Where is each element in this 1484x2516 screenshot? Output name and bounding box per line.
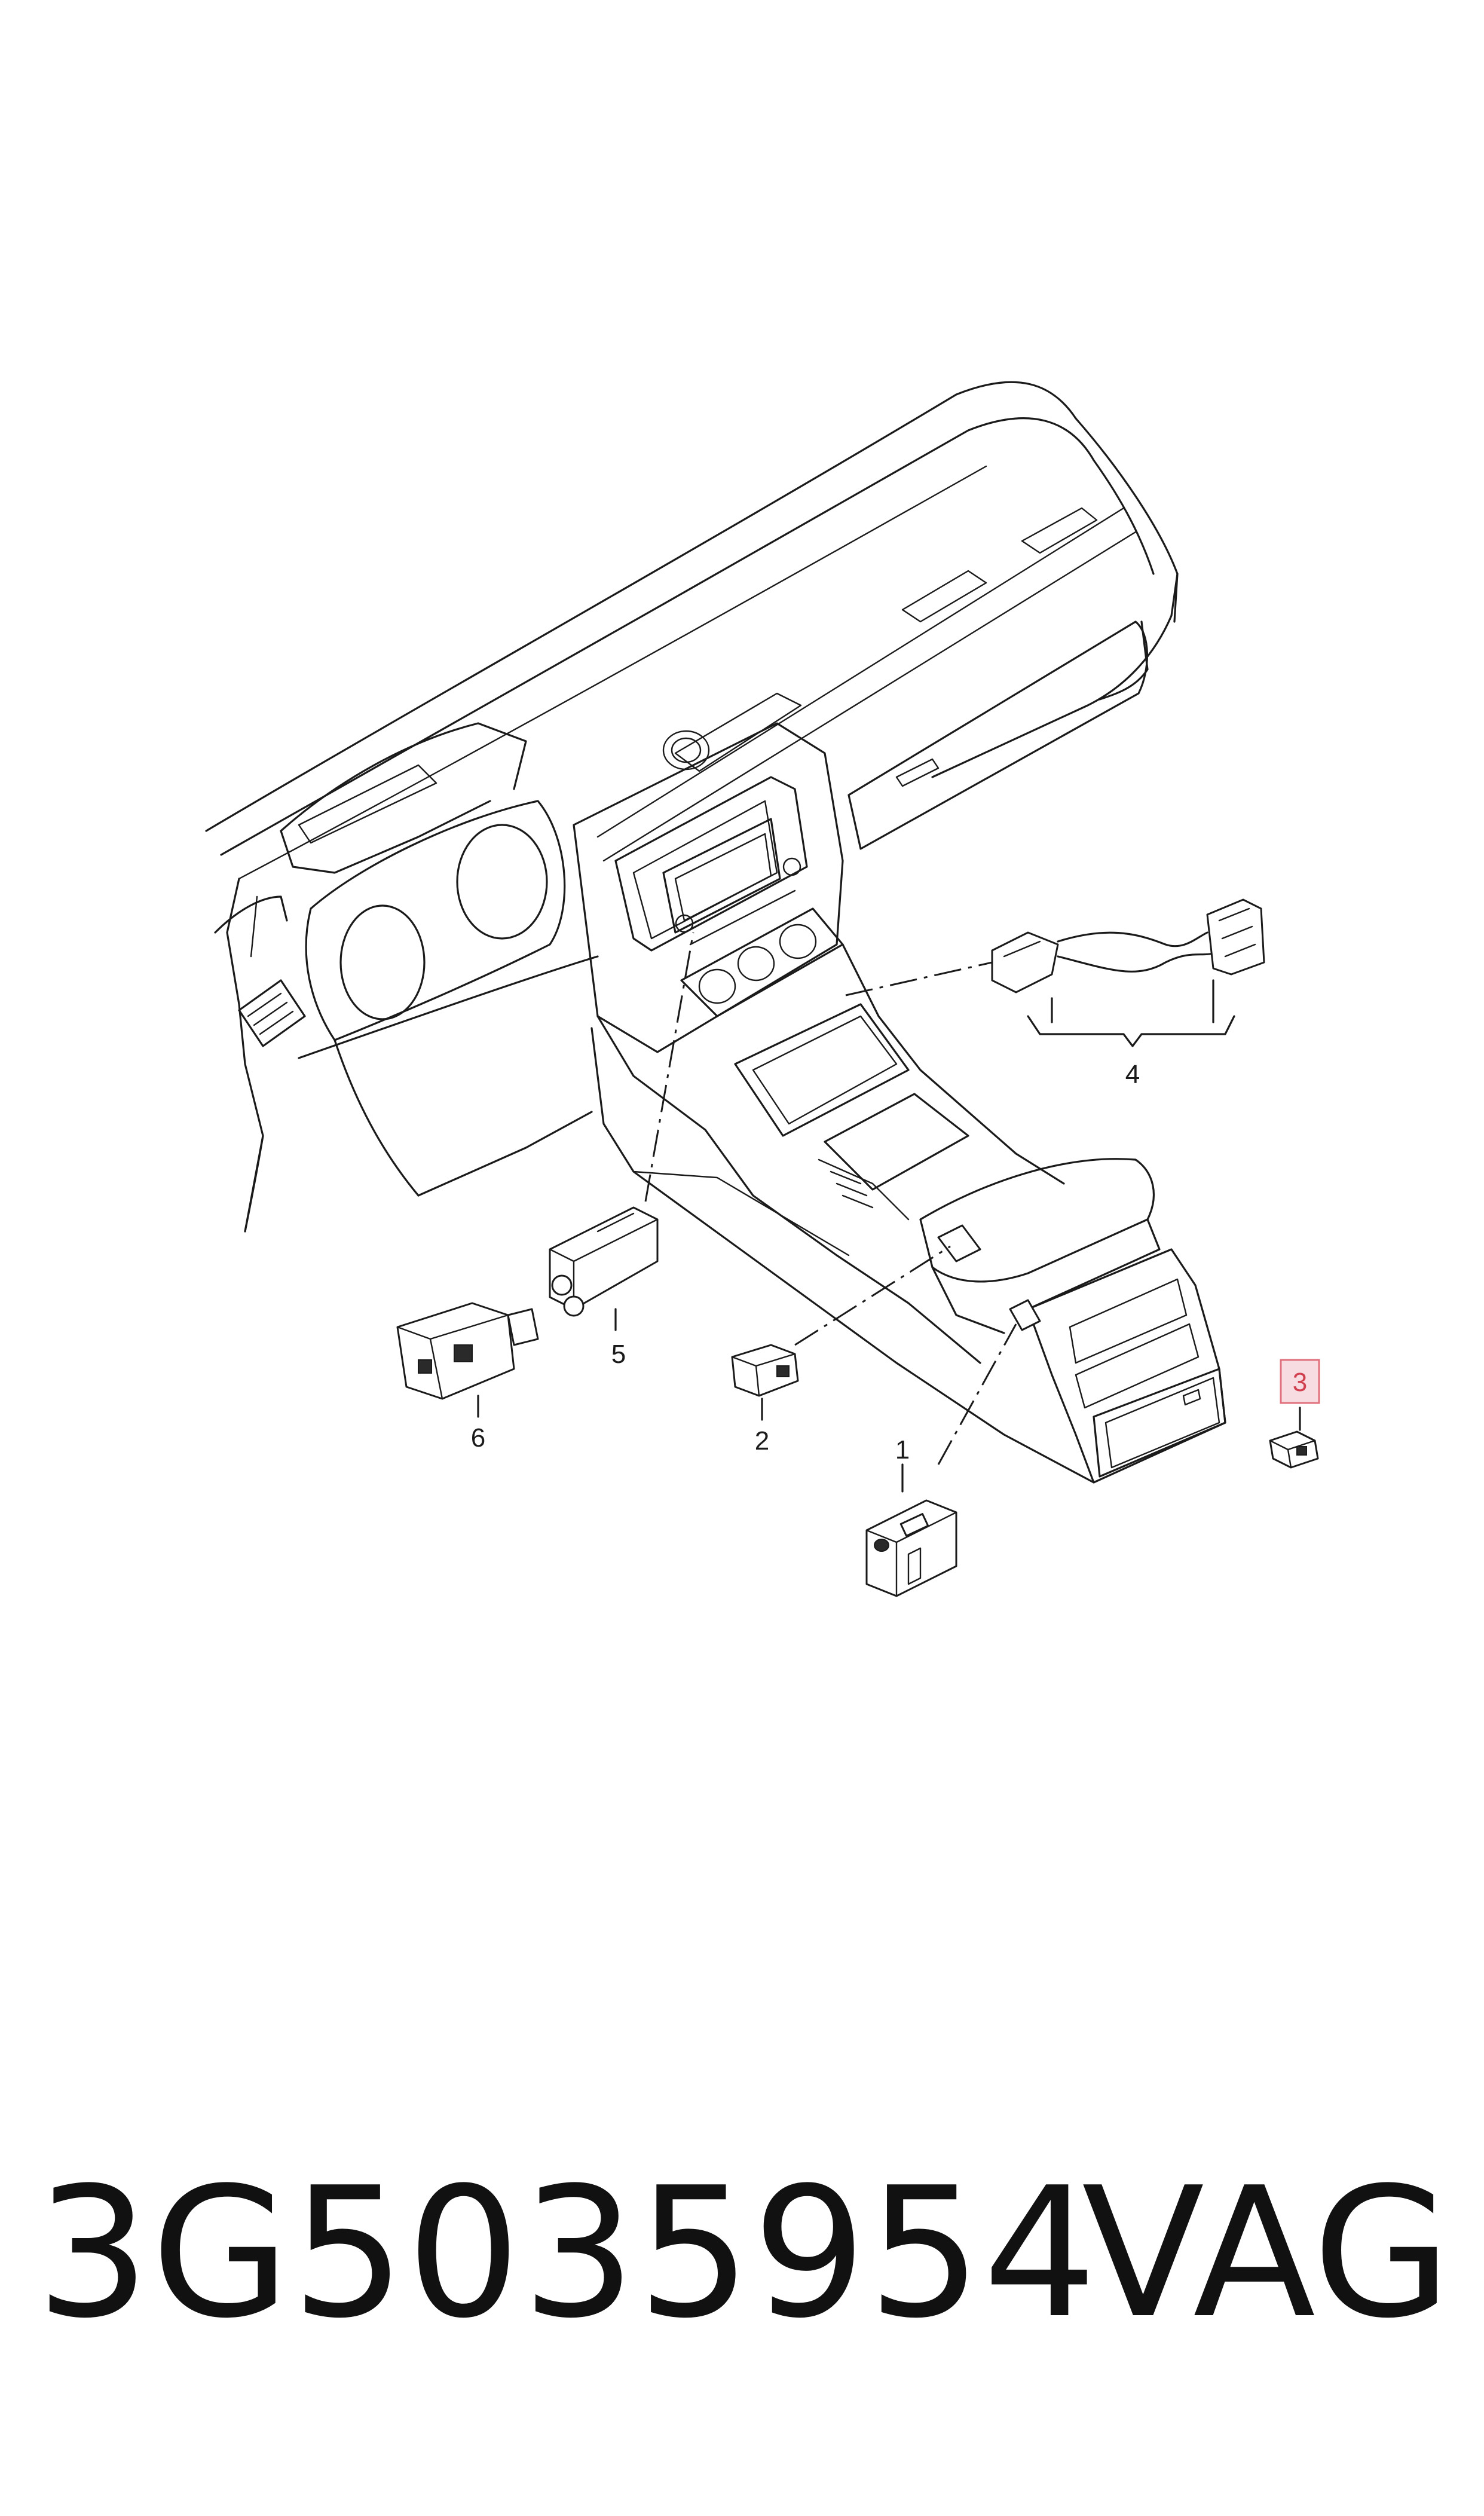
callout-3-highlight — [1280, 1359, 1320, 1404]
part-2-connector — [731, 1344, 799, 1421]
dashboard-drawing — [205, 381, 1226, 1484]
brand-name: VAG — [1082, 2149, 1452, 2358]
callout-2: 2 — [755, 1426, 769, 1456]
part-3-plug — [1269, 1407, 1319, 1469]
callout-4: 4 — [1125, 1060, 1140, 1089]
part-5-control-module — [549, 1206, 659, 1331]
callout-6: 6 — [471, 1423, 485, 1453]
callout-1: 1 — [895, 1435, 910, 1465]
callout-3: 3 — [1293, 1368, 1307, 1397]
part-1-socket-housing — [865, 1463, 957, 1597]
part-4-wiring-harness — [991, 898, 1265, 1047]
part-number: 3G5035954 — [36, 2149, 1099, 2358]
part-6-switch-block — [396, 1302, 539, 1418]
leader-lines — [644, 932, 1017, 1465]
callout-5: 5 — [611, 1340, 626, 1369]
